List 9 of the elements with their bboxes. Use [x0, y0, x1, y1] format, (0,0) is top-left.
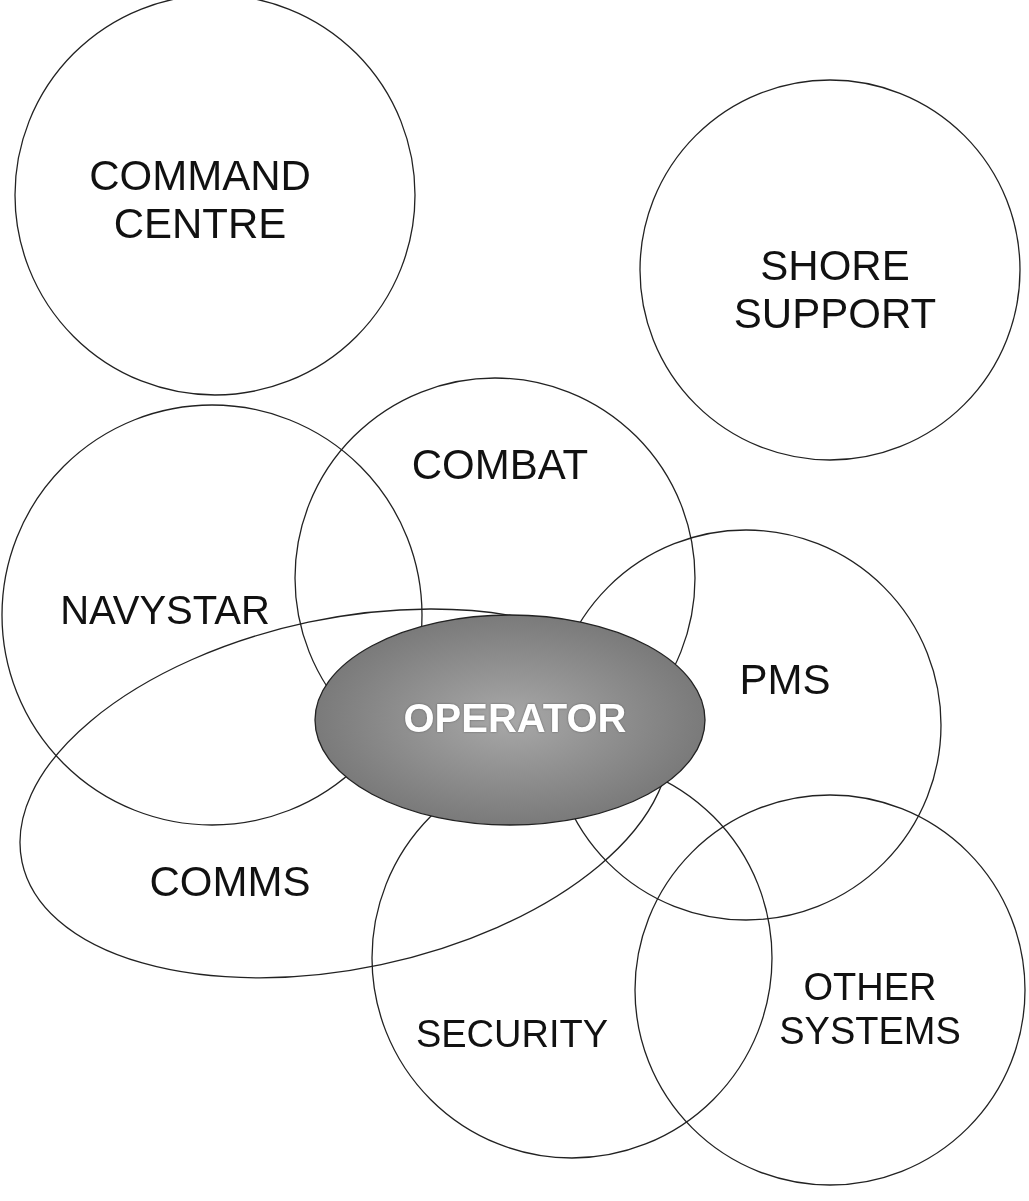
node-label: NAVYSTAR [59, 587, 271, 633]
node-label: OPERATOR [402, 695, 628, 741]
node-label: COMMS [148, 857, 312, 907]
node-label: COMMAND CENTRE [88, 151, 312, 249]
node-label: SECURITY [414, 1013, 610, 1057]
node-label: COMBAT [410, 440, 590, 490]
node-label: PMS [738, 655, 832, 705]
node-label: SHORE SUPPORT [732, 241, 938, 339]
node-label: OTHER SYSTEMS [778, 966, 962, 1054]
